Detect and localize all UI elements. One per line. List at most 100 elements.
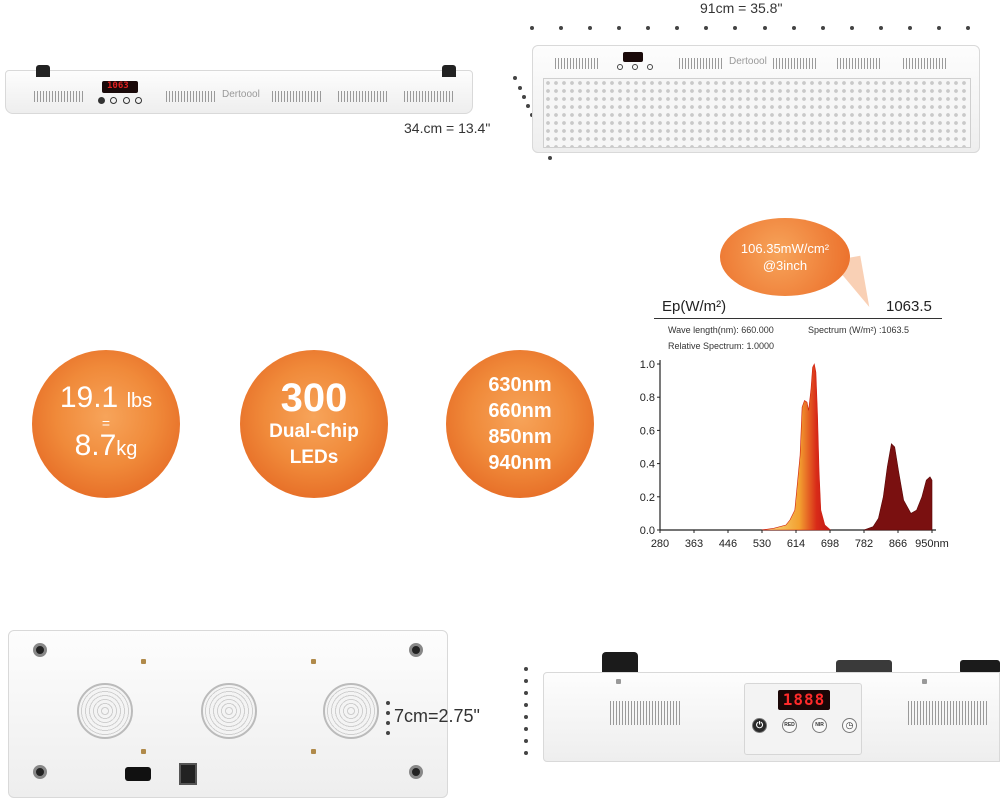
x-tick-label: 782 bbox=[855, 538, 873, 550]
x-tick-label: 866 bbox=[889, 538, 907, 550]
wavelength-readout: Wave length(nm): 660.000 bbox=[668, 325, 774, 335]
vent bbox=[338, 91, 388, 102]
vent bbox=[903, 58, 947, 69]
hanging-knob bbox=[36, 65, 50, 77]
mount-foot bbox=[33, 765, 47, 779]
nir-button-mini bbox=[122, 97, 130, 104]
spectrum-chart: 0.0 0.2 0.4 0.6 0.8 1.0 280 363 446 530 614 698 782 8… bbox=[640, 359, 949, 550]
cooling-fan bbox=[77, 683, 133, 739]
led-count: 300 bbox=[280, 376, 348, 420]
cooling-fan bbox=[323, 683, 379, 739]
mount-foot bbox=[409, 643, 423, 657]
y-tick-label: 0.8 bbox=[640, 392, 655, 404]
width-dimension-label: 91cm = 35.8" bbox=[700, 0, 783, 16]
screw bbox=[311, 659, 316, 664]
led-type-line2: LEDs bbox=[289, 447, 339, 468]
screw bbox=[922, 679, 927, 684]
light-panel-front-angled: Dertoool bbox=[532, 45, 980, 153]
x-tick-label: 280 bbox=[651, 538, 669, 550]
red-light-button[interactable]: RED bbox=[782, 718, 797, 733]
wavelength-badge: 630nm 660nm 850nm 940nm bbox=[446, 350, 594, 498]
angled-display bbox=[623, 52, 643, 62]
nir-light-button[interactable]: NIR bbox=[812, 718, 827, 733]
spectrum-header: Ep(W/m²) 1063.5 bbox=[662, 298, 942, 316]
y-tick-label: 0.6 bbox=[640, 425, 655, 437]
irradiance-callout: 106.35mW/cm² @3inch bbox=[720, 218, 870, 313]
width-dimension-dots bbox=[530, 26, 970, 30]
cooling-fan bbox=[201, 683, 257, 739]
y-tick-label: 0.2 bbox=[640, 492, 655, 504]
screw bbox=[141, 659, 146, 664]
power-button-mini bbox=[98, 97, 105, 104]
power-port bbox=[125, 767, 151, 781]
screw bbox=[616, 679, 621, 684]
vent bbox=[773, 58, 817, 69]
vent bbox=[34, 91, 84, 102]
spectrum-series bbox=[761, 363, 831, 531]
wavelength-item: 940nm bbox=[488, 452, 552, 474]
weight-equals: = bbox=[101, 415, 111, 431]
side-dimension-dots bbox=[524, 667, 528, 755]
wavelength-item: 850nm bbox=[488, 426, 552, 448]
timer-button[interactable]: ◷ bbox=[842, 718, 857, 733]
x-tick-label: 363 bbox=[685, 538, 703, 550]
ep-value: 1063.5 bbox=[886, 298, 932, 315]
hanging-knob bbox=[442, 65, 456, 77]
screw bbox=[311, 749, 316, 754]
vent bbox=[837, 58, 881, 69]
hanging-knob bbox=[960, 660, 1000, 674]
irradiance-distance: @3inch bbox=[762, 258, 808, 273]
spectrum-series bbox=[863, 443, 933, 531]
irradiance-value: 106.35mW/cm² bbox=[740, 241, 830, 256]
vent bbox=[404, 91, 454, 102]
brand-logo: Dertoool bbox=[222, 89, 260, 100]
vent bbox=[908, 701, 988, 725]
brand-logo: Dertoool bbox=[729, 56, 767, 67]
mini-display-reading: 1063 bbox=[107, 81, 129, 91]
light-panel-side-view: 1063 Dertoool bbox=[5, 65, 473, 114]
ep-label: Ep(W/m²) bbox=[662, 298, 727, 315]
x-tick-label: 698 bbox=[821, 538, 839, 550]
power-switch bbox=[179, 763, 197, 785]
red-button-mini bbox=[110, 97, 118, 104]
wavelength-item: 630nm bbox=[488, 374, 552, 396]
vent bbox=[679, 58, 723, 69]
chart-series bbox=[761, 363, 933, 531]
x-tick-label: 614 bbox=[787, 538, 805, 550]
weight-badge: 19.1 lbs = 8.7kg bbox=[32, 350, 180, 498]
height-dimension-dots bbox=[386, 701, 390, 735]
vent bbox=[272, 91, 322, 102]
y-tick-label: 0.4 bbox=[640, 459, 655, 471]
mount-foot bbox=[33, 643, 47, 657]
timer-button-mini bbox=[134, 97, 142, 104]
mini-buttons bbox=[98, 97, 142, 105]
power-button[interactable]: ⏻ bbox=[752, 718, 767, 733]
mount-foot bbox=[409, 765, 423, 779]
screw bbox=[141, 749, 146, 754]
mini-display: 1063 bbox=[102, 81, 138, 93]
callout-bubble: 106.35mW/cm² @3inch bbox=[720, 218, 850, 296]
header-divider bbox=[654, 318, 942, 319]
vent bbox=[166, 91, 216, 102]
chart-ticks: 0.0 0.2 0.4 0.6 0.8 1.0 280 363 446 530 614 698 782 8… bbox=[640, 359, 949, 550]
weight-lbs: 19.1 lbs bbox=[59, 381, 153, 414]
wavelength-item: 660nm bbox=[488, 400, 552, 422]
x-tick-label: 530 bbox=[753, 538, 771, 550]
x-tick-label: 446 bbox=[719, 538, 737, 550]
led-array bbox=[543, 78, 971, 148]
weight-kg: 8.7kg bbox=[74, 429, 138, 462]
vent bbox=[610, 701, 682, 725]
angled-buttons bbox=[617, 64, 653, 70]
vent bbox=[555, 58, 599, 69]
y-tick-label: 1.0 bbox=[640, 359, 655, 371]
depth-dimension-label: 34.cm = 13.4" bbox=[404, 120, 491, 136]
led-count-badge: 300 Dual-Chip LEDs bbox=[240, 350, 388, 498]
spectrum-readout: Spectrum (W/m²) :1063.5 bbox=[808, 325, 910, 335]
relative-spectrum-readout: Relative Spectrum: 1.0000 bbox=[668, 341, 775, 351]
y-tick-label: 0.0 bbox=[640, 525, 655, 537]
height-dimension-label: 7cm=2.75" bbox=[394, 706, 480, 726]
x-tick-label: 950nm bbox=[915, 538, 949, 550]
led-type-line1: Dual-Chip bbox=[269, 421, 359, 442]
digital-display: 1888 bbox=[778, 690, 830, 710]
light-panel-back-view bbox=[8, 630, 448, 798]
